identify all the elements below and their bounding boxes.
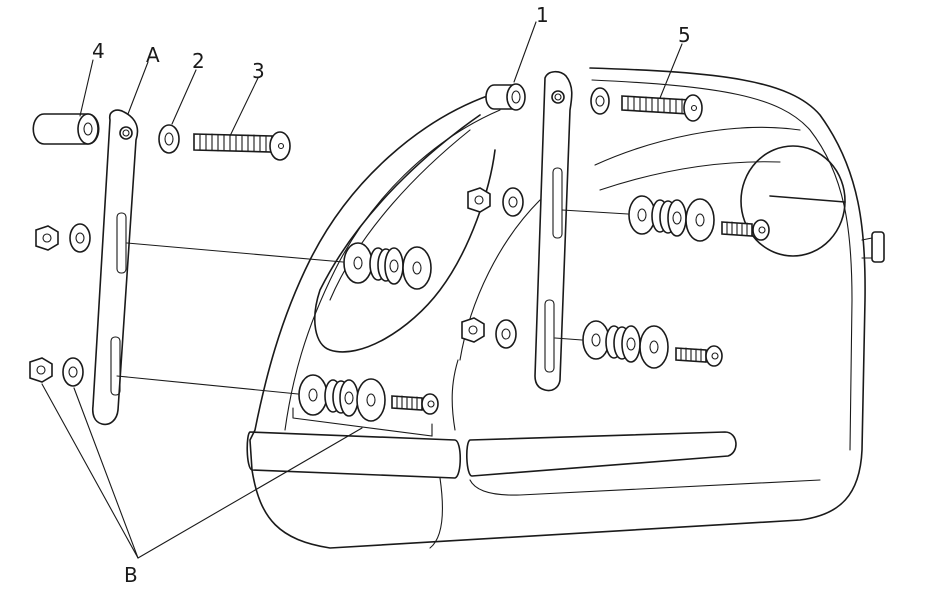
callout-leaders xyxy=(41,21,683,559)
grommet-stack-left-upper xyxy=(343,242,432,290)
saddlebag-body xyxy=(246,67,885,549)
callout-label-5: 5 xyxy=(678,23,691,47)
callout-label-3: 3 xyxy=(252,59,265,83)
screw-right-upper xyxy=(721,219,770,241)
spacer-4 xyxy=(32,113,100,145)
washer-left-upper xyxy=(69,223,91,253)
grommet-stack-left-lower xyxy=(298,374,386,422)
grommet-stack-right-upper xyxy=(628,195,715,242)
callout-label-a: A xyxy=(146,43,160,67)
spacer-1 xyxy=(485,83,526,111)
nut-left-upper xyxy=(35,225,59,251)
washer-right-lower xyxy=(495,319,517,349)
right-mounting-bracket xyxy=(534,70,573,392)
callout-label-4: 4 xyxy=(92,39,105,63)
grommet-stack-right-lower xyxy=(582,320,669,369)
washer-top-right xyxy=(590,87,610,115)
nut-right-upper xyxy=(467,187,491,213)
callout-label-2: 2 xyxy=(192,49,205,73)
nut-left-lower xyxy=(29,357,53,383)
screw-left-lower xyxy=(391,393,439,415)
left-mounting-bracket-a xyxy=(91,109,139,426)
alignment-lines xyxy=(116,209,629,437)
bolt-5 xyxy=(621,94,703,122)
callout-label-b: B xyxy=(124,563,138,587)
screw-right-lower xyxy=(675,345,723,367)
washer-left-lower xyxy=(62,357,84,387)
callout-label-1: 1 xyxy=(536,3,549,27)
bolt-3 xyxy=(193,131,291,161)
nut-right-lower xyxy=(461,317,485,343)
washer-right-upper xyxy=(502,187,524,217)
washer-2 xyxy=(158,124,180,154)
